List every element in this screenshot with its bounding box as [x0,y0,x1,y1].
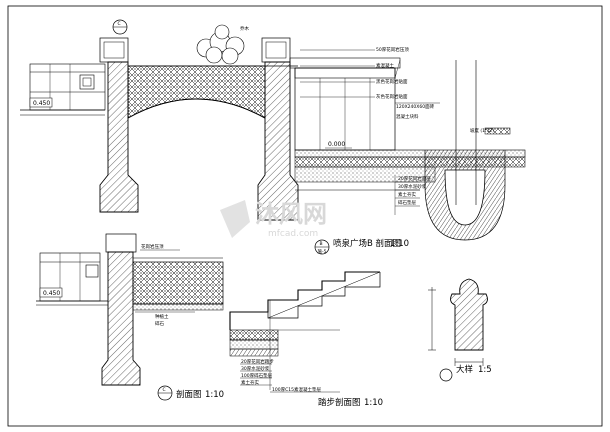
watermark-brand: 沐风网 [255,200,327,228]
main-note-2: 素混凝土 [376,62,394,69]
right-note-2: 30厚水泥砂浆 [398,183,427,190]
watermark: 沐风网 mfcad.com [220,200,327,239]
detail-ref-marker [439,368,453,382]
right-note-4: 碎石垫层 [398,199,416,206]
level-label-side: 0.450 [43,290,60,297]
title-bollard-scale: 1:5 [478,365,492,375]
level-tag-main [29,97,53,108]
stair-note-2: 30厚水泥砂浆 [241,365,270,372]
stair-profile [229,271,380,330]
watermark-url: mfcad.com [268,229,318,239]
level-label-ground: 0.000 [328,141,345,148]
title-bollard: 大样 [456,364,474,375]
side-note-3: 碎石 [155,320,164,327]
svg-text:C: C [163,387,166,393]
watermark-logo-icon [220,200,250,238]
level-tag-side [39,287,63,298]
stair-note-5: 100厚C15素混凝土垫层 [272,386,321,393]
main-note-4: 灰色花岗岩贴面 [376,93,408,100]
right-note-1: 20厚花岗岩面层 [398,175,431,182]
stair-note-1: 20厚花岗岩踏步 [241,358,274,365]
pier-right [257,61,299,221]
title-main-scale: 1:10 [390,239,409,249]
title-side-scale: 1:10 [205,390,224,400]
main-note-1: 50厚花岗岩压顶 [376,46,409,53]
tree-note: 乔木 [240,25,249,32]
main-notes [300,49,375,98]
side-section: 0.450 花岗岩压顶 种植土 碎石 C 剖面图 1:10 [36,233,224,401]
bollard-outline [450,278,488,351]
main-section: 0.450 C 乔木 [20,19,526,255]
svg-text:B: B [320,241,323,247]
side-note-1: 花岗岩压顶 [141,243,164,250]
title-stairs: 踏步剖面图 [318,397,361,408]
right-note-3: 素土夯实 [398,191,416,198]
title-stairs-scale: 1:10 [364,398,383,408]
slope-note: 坡度 (1:12) [470,127,494,134]
svg-text:C: C [118,21,121,27]
level-label-main: 0.450 [33,100,50,107]
main-note-3: 黑色花岗岩贴面 [376,78,408,85]
stair-note-4: 素土夯实 [241,379,259,386]
spec-block-label: 120X240X60面砖 [396,103,435,110]
side-note-2: 种植土 [155,313,169,320]
sheet-border [7,5,603,427]
tree-icon [196,24,245,65]
stair-section: 20厚花岗岩踏步 30厚水泥砂浆 100厚碎石垫层 素土夯实 100厚C15素混… [229,271,383,408]
svg-text:施-5: 施-5 [318,248,327,255]
bollard-detail: 大样 1:5 [428,278,492,382]
arch-infill [127,65,266,119]
title-side: 剖面图 [176,389,202,400]
stair-note-3: 100厚碎石垫层 [241,372,273,379]
wall-spec-label: 混凝土块料 [396,113,419,120]
title-main: 喷泉广场B 剖面图 [333,238,401,249]
